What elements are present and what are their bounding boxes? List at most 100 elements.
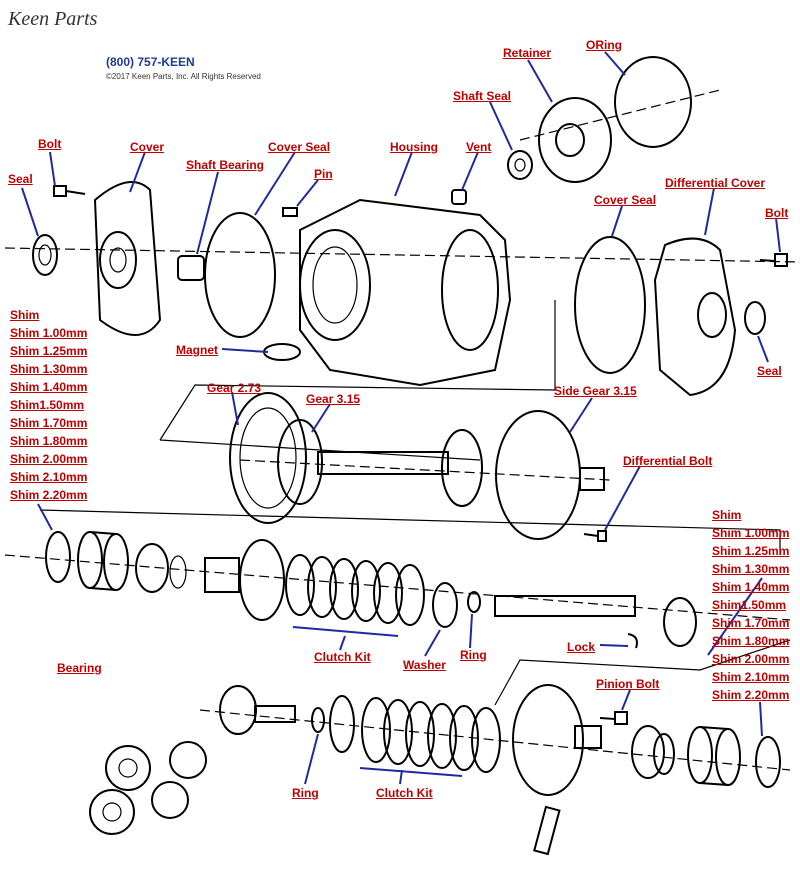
bearing-race-left-part (77, 531, 129, 591)
shim-left-item[interactable]: Shim 1.70mm (10, 416, 88, 430)
bearing-parts-group (89, 741, 207, 835)
shim-left-part (45, 531, 71, 583)
cover-seal-right-part (574, 236, 646, 374)
pinion-bolt-part (599, 711, 628, 725)
label-clutch-kit-2[interactable]: Clutch Kit (376, 786, 433, 800)
label-cover-seal-top[interactable]: Cover Seal (268, 140, 331, 154)
bolt-right-part (759, 253, 788, 267)
label-retainer[interactable]: Retainer (503, 46, 552, 60)
shaft-bearing-part (177, 255, 205, 281)
label-side-gear[interactable]: Side Gear 3.15 (554, 384, 637, 398)
shim-left-item[interactable]: Shim (10, 308, 40, 322)
pinion-shaft-part (494, 595, 697, 647)
axis-line-gear (239, 459, 611, 481)
vent-part (451, 189, 467, 205)
retainer-part (538, 97, 612, 183)
differential-bolt-part (583, 530, 607, 542)
clutch-kit-1-bracket (292, 626, 399, 637)
frame-line-1 (159, 300, 556, 441)
label-vent[interactable]: Vent (466, 140, 492, 154)
seal-right-part (744, 301, 766, 335)
label-bearing[interactable]: Bearing (57, 661, 102, 675)
phone-number[interactable]: (800) 757-KEEN (106, 55, 195, 69)
shaft-seal-part (507, 150, 533, 180)
clutch-kit-2-part (361, 697, 501, 773)
shim-right-item[interactable]: Shim 2.00mm (712, 652, 790, 666)
oring-part (614, 56, 692, 148)
bearing-cone-left-part (135, 543, 187, 593)
callout-arrows (21, 51, 781, 785)
label-housing[interactable]: Housing (390, 140, 438, 154)
label-washer[interactable]: Washer (403, 658, 446, 672)
lock-part (627, 633, 638, 649)
axis-line-low (199, 709, 791, 771)
shim-right-item[interactable]: Shim 1.25mm (712, 544, 790, 558)
seal-left-part (32, 234, 58, 276)
label-clutch-kit-1[interactable]: Clutch Kit (314, 650, 371, 664)
shim-left-item[interactable]: Shim 1.40mm (10, 380, 88, 394)
shim-left-item[interactable]: Shim1.50mm (10, 398, 85, 412)
label-pinion-bolt[interactable]: Pinion Bolt (596, 677, 660, 691)
label-cover-seal-right[interactable]: Cover Seal (594, 193, 657, 207)
shim-left-item[interactable]: Shim 1.00mm (10, 326, 88, 340)
shim-right-part (755, 736, 781, 788)
label-cover[interactable]: Cover (130, 140, 165, 154)
label-pin[interactable]: Pin (314, 167, 333, 181)
washer-part (432, 582, 458, 628)
ring-2-part (311, 707, 325, 733)
clutch-kit-1-part (285, 554, 425, 626)
shim-left-item[interactable]: Shim 2.00mm (10, 452, 88, 466)
label-seal-left[interactable]: Seal (8, 172, 33, 186)
shim-right-item[interactable]: Shim 1.00mm (712, 526, 790, 540)
axis-line-top (4, 247, 800, 263)
label-differential-cover[interactable]: Differential Cover (665, 176, 766, 190)
keen-parts-logo: Keen Parts (8, 8, 98, 30)
shim-right-item[interactable]: Shim 2.20mm (712, 688, 790, 702)
label-magnet[interactable]: Magnet (176, 343, 218, 357)
label-bolt-right[interactable]: Bolt (765, 206, 789, 220)
pinion-hub-part (219, 685, 296, 735)
clutch-kit-2-bracket (359, 767, 463, 777)
shim-left-item[interactable]: Shim 2.20mm (10, 488, 88, 502)
label-shaft-seal[interactable]: Shaft Seal (453, 89, 512, 103)
main-shaft-part (317, 451, 449, 475)
frame-line-4 (494, 639, 791, 706)
shim-left-item[interactable]: Shim 1.30mm (10, 362, 88, 376)
gear-315-part (277, 419, 323, 505)
frame-line-2 (159, 439, 481, 461)
shim-list-left: Shim Shim 1.00mm Shim 1.25mm Shim 1.30mm… (10, 306, 87, 504)
shim-right-item[interactable]: Shim1.50mm (712, 598, 787, 612)
spacer-part (329, 695, 355, 753)
differential-cover-part (653, 237, 737, 397)
cover-part (93, 181, 162, 336)
shim-left-item[interactable]: Shim 1.80mm (10, 434, 88, 448)
shim-left-item[interactable]: Shim 1.25mm (10, 344, 88, 358)
label-gear-315[interactable]: Gear 3.15 (306, 392, 361, 406)
label-differential-bolt[interactable]: Differential Bolt (623, 454, 713, 468)
label-ring-1[interactable]: Ring (460, 648, 487, 662)
label-ring-2[interactable]: Ring (292, 786, 319, 800)
shim-left-item[interactable]: Shim 2.10mm (10, 470, 88, 484)
label-seal-right[interactable]: Seal (757, 364, 782, 378)
label-lock[interactable]: Lock (567, 640, 596, 654)
axis-line-upper (519, 89, 721, 141)
ring-1-part (467, 591, 481, 613)
bearing-race-right-part (687, 726, 741, 786)
label-bolt-left[interactable]: Bolt (38, 137, 62, 151)
magnet-part (263, 343, 301, 361)
label-shaft-bearing[interactable]: Shaft Bearing (186, 158, 265, 172)
copyright-text: ©2017 Keen Parts, Inc. All Rights Reserv… (106, 72, 261, 81)
shim-right-item[interactable]: Shim 1.30mm (712, 562, 790, 576)
shim-list-right: Shim Shim 1.00mm Shim 1.25mm Shim 1.30mm… (712, 506, 789, 704)
label-oring[interactable]: ORing (586, 38, 622, 52)
pin-part (282, 207, 298, 217)
shim-right-item[interactable]: Shim 1.80mm (712, 634, 790, 648)
shim-right-item[interactable]: Shim (712, 508, 742, 522)
label-gear-273[interactable]: Gear 2.73 (207, 381, 262, 395)
gear-273-part (229, 392, 307, 524)
side-gear-part (441, 410, 605, 540)
shim-right-item[interactable]: Shim 2.10mm (712, 670, 790, 684)
shim-right-item[interactable]: Shim 1.70mm (712, 616, 790, 630)
shim-right-item[interactable]: Shim 1.40mm (712, 580, 790, 594)
